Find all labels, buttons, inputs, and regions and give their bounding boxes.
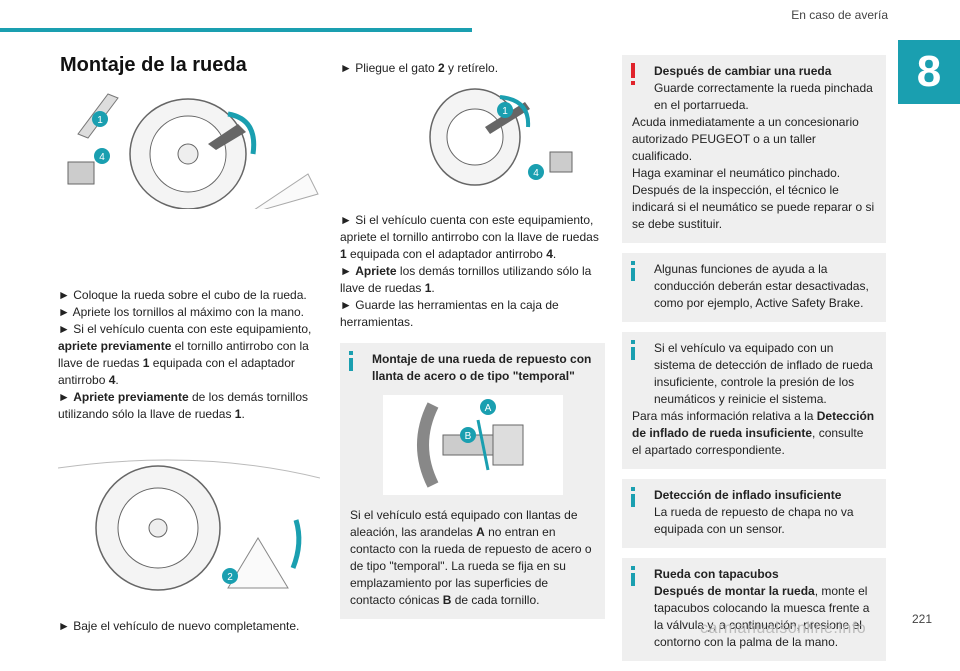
remove-jack-illustration: 1 4 xyxy=(429,88,573,186)
adapter-drawing xyxy=(67,161,95,185)
tighten-arrow xyxy=(499,95,531,128)
info-icon xyxy=(344,351,358,376)
callout-1-b-label: 1 xyxy=(502,106,508,117)
warning-icon xyxy=(626,63,640,90)
final-step: ► Baje el vehículo de nuevo completament… xyxy=(58,619,300,633)
info-box-spare-wheel: Montaje de una rueda de repuesto con lla… xyxy=(340,343,605,619)
info-icon xyxy=(626,566,640,591)
lower-arrow xyxy=(290,519,302,569)
bolt-illustration: A B xyxy=(416,399,523,488)
info-box-driving-aids: Algunas funciones de ayuda a la conducci… xyxy=(622,253,886,322)
callout-A-label: A xyxy=(484,403,491,414)
lower-vehicle-illustration: 2 xyxy=(57,459,321,591)
warning-para-2: Acuda inmediatamente a un concesionario … xyxy=(632,115,859,163)
jack-drawing xyxy=(247,173,319,215)
info-box-underinflation: Detección de inflado insuficiente La rue… xyxy=(622,479,886,548)
callout-4-b xyxy=(528,164,544,180)
bolt-head xyxy=(492,424,523,466)
col2-steps: ► Si el vehículo cuenta con este equipam… xyxy=(340,212,605,331)
wheel-hub xyxy=(177,143,199,165)
wheel-mount-illustration: 1 4 xyxy=(67,93,319,215)
figure-remove-jack: 1 4 xyxy=(340,82,602,192)
callout-B-label: B xyxy=(464,431,471,442)
warning-line-1: Guarde correctamente la rueda pinchada e… xyxy=(654,81,873,112)
page-number: 221 xyxy=(912,612,933,626)
info-underinflation-title: Detección de inflado insuficiente xyxy=(654,488,842,502)
info-hubcap-text: Después de montar la rueda, monte el tap… xyxy=(654,584,870,649)
info-box-title: Montaje de una rueda de repuesto con lla… xyxy=(372,352,592,383)
callout-4 xyxy=(94,148,110,164)
info-icon xyxy=(626,340,640,365)
figure-lower-vehicle: 2 xyxy=(57,448,321,598)
callout-2 xyxy=(222,568,238,584)
col2-step-2: ► Si el vehículo cuenta con este equipam… xyxy=(340,213,599,261)
page-title: Montaje de la rueda xyxy=(60,54,247,76)
jack-drawing-2 xyxy=(227,537,289,589)
callout-1-b xyxy=(497,102,513,118)
washer xyxy=(476,419,489,471)
info-hubcap-title: Rueda con tapacubos xyxy=(654,567,779,581)
info-underinflation-text: La rueda de repuesto de chapa no va equi… xyxy=(654,505,854,536)
warning-title: Después de cambiar una rueda xyxy=(654,64,832,78)
column-2: ► Pliegue el gato 2 y retírelo. 1 4 ► Si… xyxy=(340,55,605,629)
info-icon xyxy=(626,261,640,286)
figure-bolt: A B xyxy=(382,395,563,495)
col2-step-1: ► Pliegue el gato 2 y retírelo. xyxy=(340,61,499,75)
info-driving-aids-text: Algunas funciones de ayuda a la conducci… xyxy=(654,262,869,310)
wrench-in-use xyxy=(208,124,246,150)
info-box-hubcap: Rueda con tapacubos Después de montar la… xyxy=(622,558,886,661)
chapter-tab: 8 xyxy=(898,40,960,104)
step-3: ► Si el vehículo cuenta con este equipam… xyxy=(58,322,312,387)
mount-steps: ► Coloque la rueda sobre el cubo de la r… xyxy=(58,287,320,423)
wheel-hub-2 xyxy=(148,518,168,538)
figure-wheel-mount: 1 4 xyxy=(58,84,320,215)
callout-2-label: 2 xyxy=(227,572,233,583)
rotation-arrow xyxy=(227,111,257,155)
info-tpms-ref: Para más información relativa a la Detec… xyxy=(632,409,875,457)
col2-step-3: ► Apriete los demás tornillos utilizando… xyxy=(340,264,592,295)
warning-box: Después de cambiar una rueda Guarde corr… xyxy=(622,55,886,243)
wrench-in-use-3 xyxy=(485,102,530,134)
col2-step-4: ► Guarde las herramientas en la caja de … xyxy=(340,298,559,329)
step-1: ► Coloque la rueda sobre el cubo de la r… xyxy=(58,288,307,302)
warning-para-3: Haga examinar el neumático pinchado. Des… xyxy=(632,166,875,231)
info-box-body: Si el vehículo está equipado con llantas… xyxy=(350,508,592,607)
wheel-rim-3 xyxy=(446,108,504,166)
callout-4-b-label: 4 xyxy=(533,168,539,179)
header-accent-bar xyxy=(0,28,472,32)
car-body-line xyxy=(57,459,321,479)
info-box-tpms: Si el vehículo va equipado con un sistem… xyxy=(622,332,886,469)
adapter-drawing-3 xyxy=(549,151,573,173)
column-3: Después de cambiar una rueda Guarde corr… xyxy=(622,55,886,671)
step-2: ► Apriete los tornillos al máximo con la… xyxy=(58,305,304,319)
watermark: carmanualsonline.info xyxy=(700,620,867,637)
info-icon xyxy=(626,487,640,512)
step-4: ► Apriete previamente de los demás torni… xyxy=(58,390,309,421)
column-1: Montaje de la rueda 1 4 ► Coloque la rue… xyxy=(57,54,321,635)
callout-A xyxy=(479,399,496,415)
info-tpms-text: Si el vehículo va equipado con un sistem… xyxy=(654,341,873,406)
callout-1-label: 1 xyxy=(97,115,103,126)
callout-B xyxy=(459,427,476,443)
callout-4-label: 4 xyxy=(99,152,105,163)
callout-1 xyxy=(92,111,108,127)
section-title: En caso de avería xyxy=(791,8,888,22)
rim-section xyxy=(416,402,438,488)
